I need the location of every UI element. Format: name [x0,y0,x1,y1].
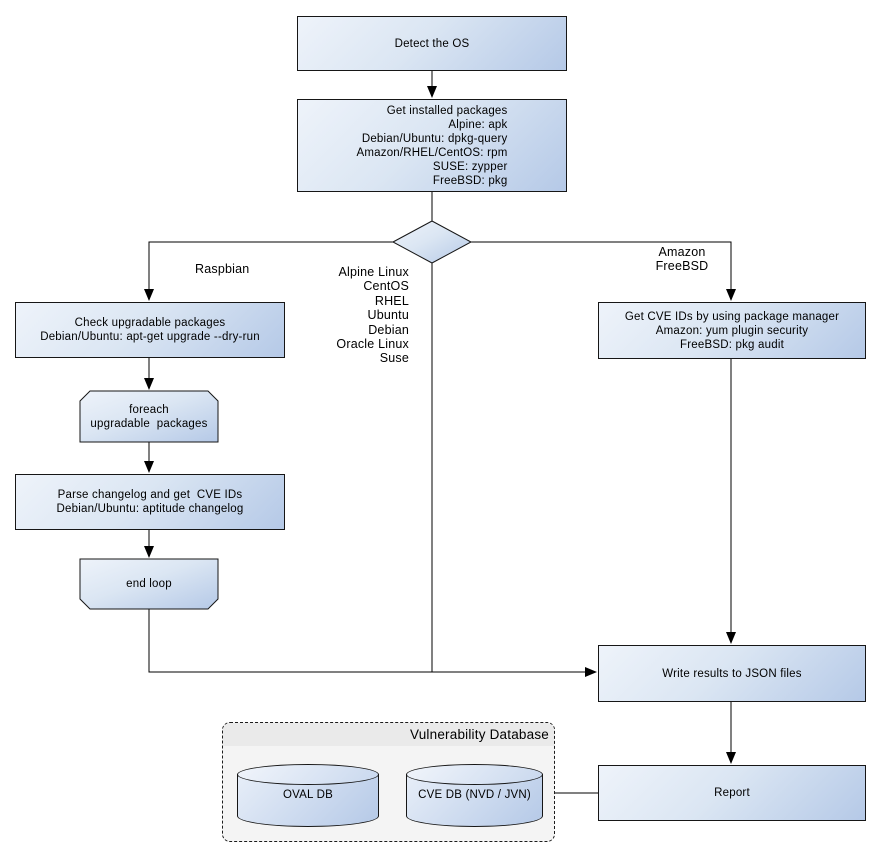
parse-changelog-label: Parse changelog and get CVE IDs Debian/U… [56,489,244,515]
edge-label-middle-oses: Alpine Linux CentOS RHEL Ubuntu Debian O… [336,265,409,366]
report-node: Report [598,765,866,821]
detect-os-label: Detect the OS [394,37,470,50]
end-loop-node: end loop [80,559,218,609]
foreach-loop-shape [79,390,219,443]
end-loop-label: end loop [126,578,172,590]
foreach-loop-label: foreach upgradable packages [90,403,208,430]
cve-db-cylinder: CVE DB (NVD / JVN) [406,764,543,827]
report-label: Report [714,787,750,799]
get-cve-ids-node: Get CVE IDs by using package manager Ama… [598,302,866,359]
write-results-label: Write results to JSON files [662,667,802,680]
check-upgradable-label: Check upgradable packages Debian/Ubuntu:… [40,317,260,343]
edge-label-raspbian: Raspbian [195,262,250,276]
get-cve-ids-label: Get CVE IDs by using package manager Ama… [624,310,840,351]
edge-label-amazon-freebsd: Amazon FreeBSD [655,245,709,274]
cve-db-cylinder-top [406,764,543,785]
vulnerability-database-panel: Vulnerability Database OVAL DB CVE DB (N… [222,722,555,842]
write-results-node: Write results to JSON files [598,645,866,702]
check-upgradable-node: Check upgradable packages Debian/Ubuntu:… [15,302,285,358]
connector-endloop-to-write-results [148,609,597,677]
cve-db-label: CVE DB (NVD / JVN) [418,789,531,801]
get-installed-packages-node: Get installed packages Alpine: apk Debia… [297,99,567,192]
foreach-loop-node: foreach upgradable packages [80,391,218,442]
parse-changelog-node: Parse changelog and get CVE IDs Debian/U… [15,474,285,530]
vulnerability-database-title: Vulnerability Database [223,723,554,746]
detect-os-node: Detect the OS [297,16,567,71]
oval-db-cylinder-top [237,764,379,785]
connector-decision-to-check-upgradable [144,241,393,301]
end-loop-shape [79,558,219,610]
oval-db-cylinder: OVAL DB [237,764,379,827]
get-installed-packages-label: Get installed packages Alpine: apk Debia… [356,104,508,187]
connector-decision-to-get-cve [471,241,736,301]
oval-db-label: OVAL DB [283,789,333,801]
os-decision-diamond [391,220,473,264]
